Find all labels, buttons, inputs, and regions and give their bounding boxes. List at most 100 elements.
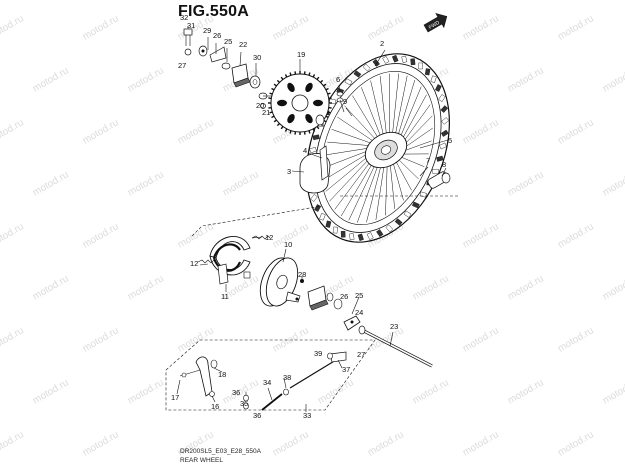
callout-19: 19 xyxy=(297,50,305,59)
watermark-text: motod.ru xyxy=(556,13,596,42)
callout-30: 30 xyxy=(253,53,261,62)
watermark-text: motod.ru xyxy=(31,377,71,406)
watermark-text: motod.ru xyxy=(556,117,596,146)
callout-32: 32 xyxy=(180,13,188,22)
watermark-text: motod.ru xyxy=(81,325,121,354)
watermark-text: motod.ru xyxy=(271,429,311,458)
watermark-text: motod.ru xyxy=(221,169,261,198)
right-side-parts xyxy=(300,279,361,331)
watermark-text: motod.ru xyxy=(461,117,501,146)
callout-11: 11 xyxy=(221,292,229,301)
watermark-text: motod.ru xyxy=(411,273,451,302)
watermark-text: motod.ru xyxy=(506,273,546,302)
watermark-text: motod.ru xyxy=(601,65,625,94)
watermark-text: motod.ru xyxy=(461,429,501,458)
watermark-text: motod.ru xyxy=(31,169,71,198)
watermark-text: motod.ru xyxy=(556,325,596,354)
callout-23: 23 xyxy=(390,322,398,331)
watermark-text: motod.ru xyxy=(411,377,451,406)
callout-12: 12 xyxy=(265,233,273,242)
callout-16: 16 xyxy=(211,402,219,411)
watermark-text: motod.ru xyxy=(316,377,356,406)
callout-4: 4 xyxy=(303,146,307,155)
watermark-text: motod.ru xyxy=(0,117,26,146)
callout-27: 27 xyxy=(357,350,365,359)
watermark-text: motod.ru xyxy=(126,273,166,302)
callout-26: 26 xyxy=(340,292,348,301)
watermark-text: motod.ru xyxy=(81,13,121,42)
sprocket-teeth xyxy=(268,71,332,135)
callout-36: 36 xyxy=(253,411,261,420)
watermark-text: motod.ru xyxy=(366,13,406,42)
figure-title: FIG.550A xyxy=(178,3,249,20)
callout-38: 38 xyxy=(283,373,291,382)
watermark-text: motod.ru xyxy=(556,221,596,250)
watermark-text: motod.ru xyxy=(176,221,216,250)
callout-35: 35 xyxy=(240,399,248,408)
callout-25: 25 xyxy=(224,37,232,46)
callout-36: 36 xyxy=(232,388,240,397)
valve-parts xyxy=(336,91,345,113)
callout-6: 6 xyxy=(336,75,340,84)
callout-2: 2 xyxy=(380,39,384,48)
watermark-text: motod.ru xyxy=(506,65,546,94)
callout-27: 27 xyxy=(178,61,186,70)
callout-22: 22 xyxy=(239,40,247,49)
diagram-subtitle: REAR WHEEL xyxy=(180,457,223,464)
brake-rod-assembly xyxy=(179,351,347,411)
watermark-text: motod.ru xyxy=(461,13,501,42)
watermark-text: motod.ru xyxy=(0,221,26,250)
rim-band xyxy=(299,145,331,194)
callout-24: 24 xyxy=(355,308,363,317)
callout-33: 33 xyxy=(303,411,311,420)
callout-18: 18 xyxy=(218,370,226,379)
fwd-arrow-icon: FWD xyxy=(423,13,448,33)
callout-37: 37 xyxy=(342,365,350,374)
watermark-text: motod.ru xyxy=(126,65,166,94)
watermark-text: motod.ru xyxy=(601,377,625,406)
watermark-text: motod.ru xyxy=(31,65,71,94)
watermark-text: motod.ru xyxy=(126,169,166,198)
brake-shoes xyxy=(197,235,271,276)
watermark-text: motod.ru xyxy=(366,429,406,458)
callout-31: 31 xyxy=(187,21,195,30)
watermark-text: motod.ru xyxy=(601,169,625,198)
watermark-text: motod.ru xyxy=(0,325,26,354)
leader-lines xyxy=(165,26,460,412)
watermark-text: motod.ru xyxy=(31,273,71,302)
watermark-text: motod.ru xyxy=(556,429,596,458)
watermark-text: motod.ru xyxy=(0,13,26,42)
callout-10: 10 xyxy=(284,240,292,249)
callout-9: 9 xyxy=(343,97,347,106)
brake-panel xyxy=(259,257,301,307)
callout-7: 7 xyxy=(426,156,430,165)
diagram-code: DR200SL5_E03_E28_550A xyxy=(180,448,261,455)
brake-cam xyxy=(217,263,251,285)
sprocket-bolts xyxy=(258,92,272,109)
watermark-text: motod.ru xyxy=(0,429,26,458)
fwd-label: FWD xyxy=(428,20,441,31)
top-small-parts xyxy=(183,28,261,89)
watermark-text: motod.ru xyxy=(271,13,311,42)
callout-34: 34 xyxy=(263,378,271,387)
watermark-text: motod.ru xyxy=(126,377,166,406)
callout-17: 17 xyxy=(171,393,179,402)
rear-sprocket xyxy=(268,71,332,135)
axle-spacer xyxy=(427,171,451,189)
watermark-text: motod.ru xyxy=(506,169,546,198)
sprocket-nut xyxy=(315,114,325,126)
watermark-text: motod.ru xyxy=(601,273,625,302)
callout-39: 39 xyxy=(314,349,322,358)
callout-28: 28 xyxy=(298,270,306,279)
watermark-text: motod.ru xyxy=(81,221,121,250)
watermark-text: motod.ru xyxy=(506,377,546,406)
watermark-text: motod.ru xyxy=(81,117,121,146)
watermark-text: motod.ru xyxy=(461,325,501,354)
callout-25: 25 xyxy=(355,291,363,300)
callout-29: 29 xyxy=(203,26,211,35)
callout-12: 12 xyxy=(190,259,198,268)
watermark-text: motod.ru xyxy=(461,221,501,250)
callout-8: 8 xyxy=(442,160,446,169)
